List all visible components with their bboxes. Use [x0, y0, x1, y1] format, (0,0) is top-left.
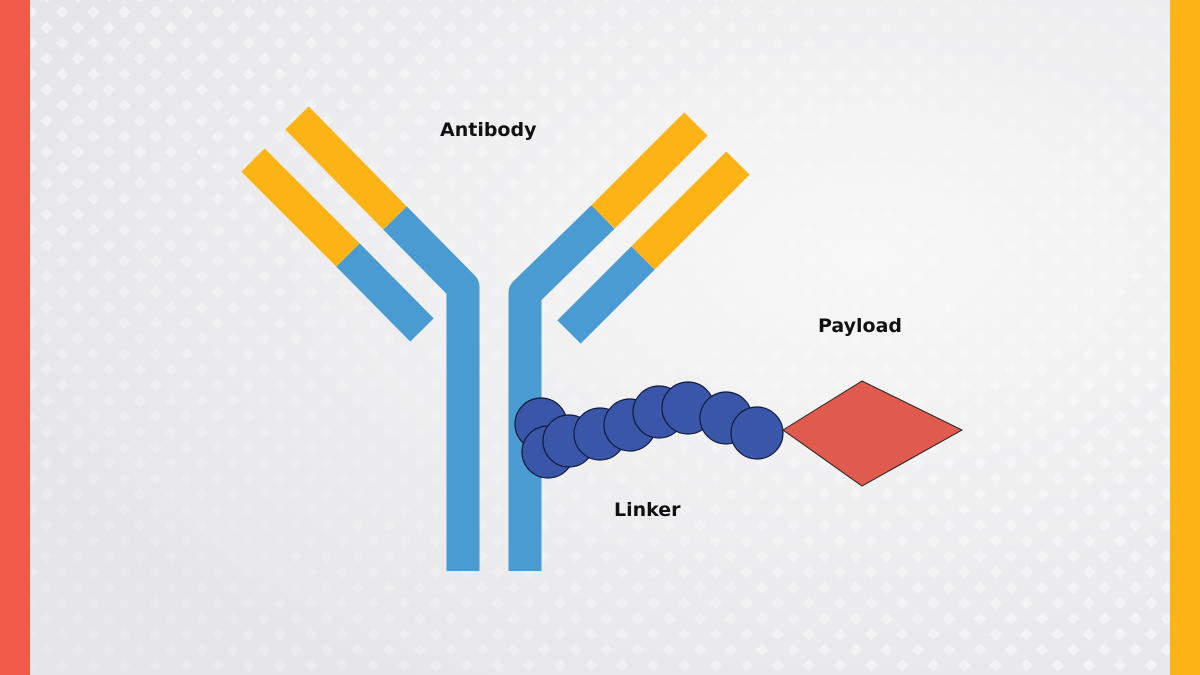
payload-halftone-shading — [783, 381, 962, 486]
linker-bead — [730, 406, 784, 460]
right-heavy-chain-variable-region — [591, 112, 708, 229]
payload-label: Payload — [818, 315, 903, 337]
left-heavy-chain-variable-region — [285, 106, 407, 230]
right-light-chain-variable — [631, 151, 750, 270]
right-light-chain-constant — [557, 246, 655, 344]
left-accent-band — [0, 0, 30, 675]
left-light-chain-variable — [241, 148, 360, 267]
left-heavy-chain — [383, 206, 480, 571]
right-heavy-chain — [508, 205, 615, 571]
payload-diamond-icon — [782, 380, 964, 487]
antibody-label: Antibody — [440, 119, 537, 141]
antibody-icon — [241, 106, 750, 571]
linker-chain-icon — [514, 381, 784, 479]
right-accent-band — [1170, 0, 1200, 675]
left-light-chain-constant — [336, 243, 434, 342]
linker-label: Linker — [614, 499, 681, 521]
